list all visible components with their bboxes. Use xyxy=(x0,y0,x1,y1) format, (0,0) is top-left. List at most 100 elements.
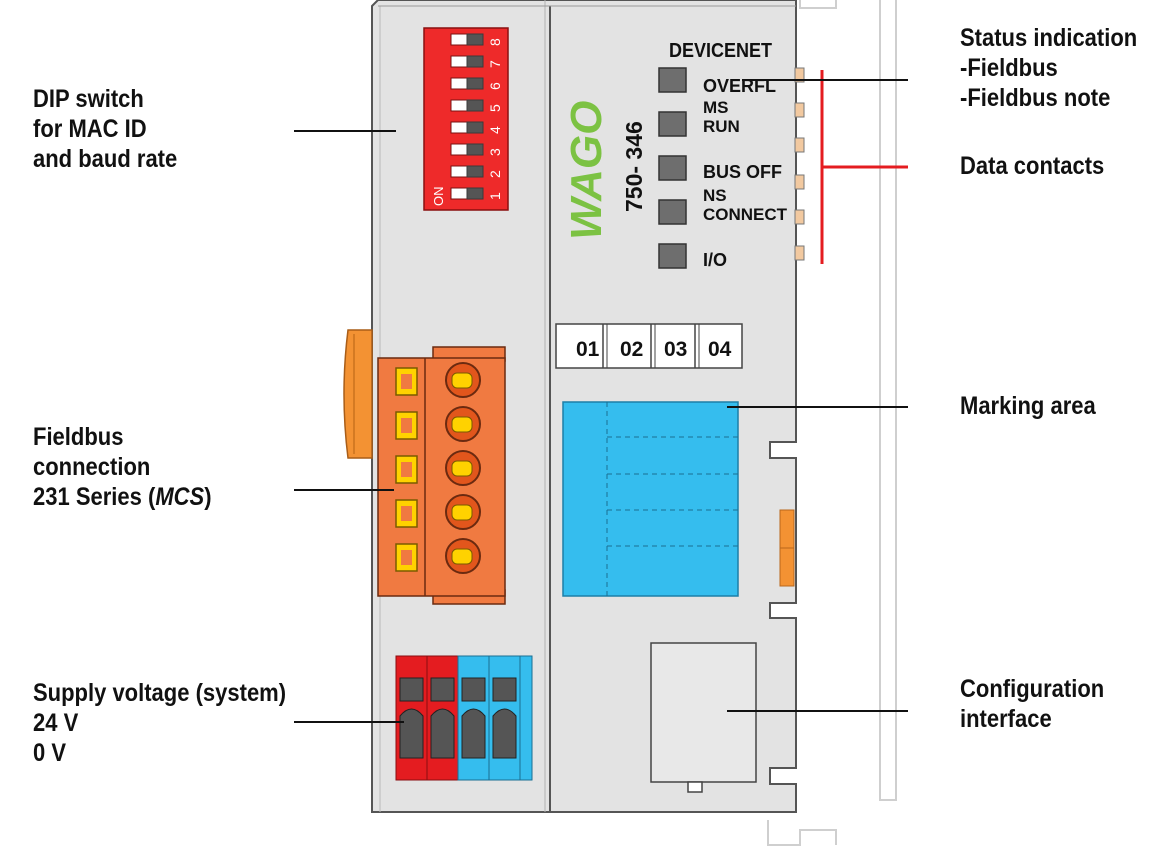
callout-dip-line1: DIP switch xyxy=(33,85,144,113)
dip-lever-4[interactable] xyxy=(450,121,468,134)
callout-marking-area: Marking area xyxy=(960,391,1096,421)
dip-slider-4[interactable] xyxy=(466,121,484,134)
callout-fieldbus-connection: Fieldbus connection 231 Series (MCS) xyxy=(33,422,212,512)
dip-number-2: 2 xyxy=(487,170,503,178)
fieldbus-contact-3 xyxy=(451,460,473,477)
led-ns xyxy=(658,199,687,225)
callout-fieldbus-line2: connection xyxy=(33,453,151,481)
wago-logo: WAGO xyxy=(562,101,611,240)
callout-status-line3: -Fieldbus note xyxy=(960,84,1111,112)
dip-slider-7[interactable] xyxy=(466,55,484,68)
dip-number-7: 7 xyxy=(487,60,503,68)
dip-slider-3[interactable] xyxy=(466,143,484,156)
led-overfl xyxy=(658,67,687,93)
callout-dip-switch: DIP switch for MAC ID and baud rate xyxy=(33,84,177,174)
supply-release-slot-3[interactable] xyxy=(461,677,486,702)
dip-lever-1[interactable] xyxy=(450,187,468,200)
marker-tab-02: 02 xyxy=(620,338,643,361)
dip-lever-3[interactable] xyxy=(450,143,468,156)
supply-release-slot-4[interactable] xyxy=(492,677,517,702)
dip-slider-8[interactable] xyxy=(466,33,484,46)
release-lever[interactable] xyxy=(343,329,373,459)
dip-slider-5[interactable] xyxy=(466,99,484,112)
supply-wire-entry-1[interactable] xyxy=(399,708,424,759)
supply-wire-entry-2[interactable] xyxy=(430,708,455,759)
supply-terminal-edge xyxy=(519,655,533,781)
callout-fieldbus-line3: 231 Series (MCS) xyxy=(33,483,212,511)
callout-marking-line1: Marking area xyxy=(960,392,1096,420)
callout-dip-line2: for MAC ID xyxy=(33,115,147,143)
led-label-ms-line1: MS xyxy=(703,98,729,117)
marker-tab-03: 03 xyxy=(664,338,687,361)
callout-fieldbus-series-name: MCS xyxy=(155,483,205,511)
marker-tab-01: 01 xyxy=(576,338,600,361)
callout-configuration-interface: Configuration interface xyxy=(960,674,1104,734)
dip-number-5: 5 xyxy=(487,104,503,112)
dip-lever-8[interactable] xyxy=(450,33,468,46)
neighbor-module-outline xyxy=(879,0,897,801)
marker-tabs: 01 02 03 04 xyxy=(555,323,743,369)
led-ms xyxy=(658,111,687,137)
dip-switch[interactable]: 8 7 6 5 4 3 2 1 ON xyxy=(423,27,509,211)
supply-connector[interactable] xyxy=(395,655,533,781)
dip-lever-5[interactable] xyxy=(450,99,468,112)
led-label-ms-line2: RUN xyxy=(703,117,740,136)
dip-lever-6[interactable] xyxy=(450,77,468,90)
led-bus-off xyxy=(658,155,687,181)
dip-lever-7[interactable] xyxy=(450,55,468,68)
callout-config-line1: Configuration xyxy=(960,675,1105,703)
fieldbus-pin-release-slot-4 xyxy=(401,506,412,521)
led-label-ns: NS CONNECT xyxy=(703,186,788,224)
led-label-io: I/O xyxy=(703,250,727,270)
callout-config-line2: interface xyxy=(960,705,1052,733)
callout-supply-line2: 24 V xyxy=(33,709,79,737)
dip-slider-6[interactable] xyxy=(466,77,484,90)
dip-number-3: 3 xyxy=(487,148,503,156)
led-label-ns-line2: CONNECT xyxy=(703,205,788,224)
marker-tab-04: 04 xyxy=(708,338,732,361)
callout-data-contacts-line1: Data contacts xyxy=(960,152,1105,180)
neighbor-module-outline-bottom xyxy=(767,820,837,846)
fieldbus-pin-release-slot-3 xyxy=(401,462,412,477)
callout-data-contacts: Data contacts xyxy=(960,151,1104,181)
marking-area[interactable] xyxy=(562,401,739,597)
fieldbus-contact-4 xyxy=(451,504,473,521)
bus-name-label: DEVICENET xyxy=(669,40,772,62)
neighbor-module-outline-top xyxy=(799,0,837,9)
callout-supply-line1: Supply voltage (system) xyxy=(33,679,287,707)
dip-slider-2[interactable] xyxy=(466,165,484,178)
dip-on-label: ON xyxy=(431,187,446,207)
part-number: 750- 346 xyxy=(621,121,647,212)
callout-status-line2: -Fieldbus xyxy=(960,54,1058,82)
fieldbus-pin-release-slot-5 xyxy=(401,550,412,565)
led-label-bus-off: BUS OFF xyxy=(703,162,782,182)
fieldbus-contact-5 xyxy=(451,548,473,565)
callout-supply-voltage: Supply voltage (system) 24 V 0 V xyxy=(33,678,286,768)
dip-slider-1[interactable] xyxy=(466,187,484,200)
supply-wire-entry-3[interactable] xyxy=(461,708,486,759)
supply-release-slot-2[interactable] xyxy=(430,677,455,702)
fieldbus-connector[interactable] xyxy=(377,346,506,605)
callout-dip-line3: and baud rate xyxy=(33,145,178,173)
led-io xyxy=(658,243,687,269)
dip-number-4: 4 xyxy=(487,126,503,134)
led-label-ns-line1: NS xyxy=(703,186,727,205)
dip-lever-2[interactable] xyxy=(450,165,468,178)
supply-release-slot-1[interactable] xyxy=(399,677,424,702)
led-label-ms: MS RUN xyxy=(703,98,740,136)
dip-number-8: 8 xyxy=(487,38,503,46)
fieldbus-contact-2 xyxy=(451,416,473,433)
callout-supply-line3: 0 V xyxy=(33,739,67,767)
dip-number-6: 6 xyxy=(487,82,503,90)
callout-status-indication: Status indication -Fieldbus -Fieldbus no… xyxy=(960,23,1137,113)
callout-fieldbus-line1: Fieldbus xyxy=(33,423,124,451)
data-contacts xyxy=(794,67,908,264)
fieldbus-pin-release-slot-1 xyxy=(401,374,412,389)
dip-number-1: 1 xyxy=(487,192,503,200)
fieldbus-contact-1 xyxy=(451,372,473,389)
led-status-panel: OVERFL MS RUN BUS OFF NS CONNECT I/O xyxy=(658,67,788,270)
callout-status-line1: Status indication xyxy=(960,24,1138,52)
supply-wire-entry-4[interactable] xyxy=(492,708,517,759)
configuration-interface[interactable] xyxy=(650,642,757,793)
